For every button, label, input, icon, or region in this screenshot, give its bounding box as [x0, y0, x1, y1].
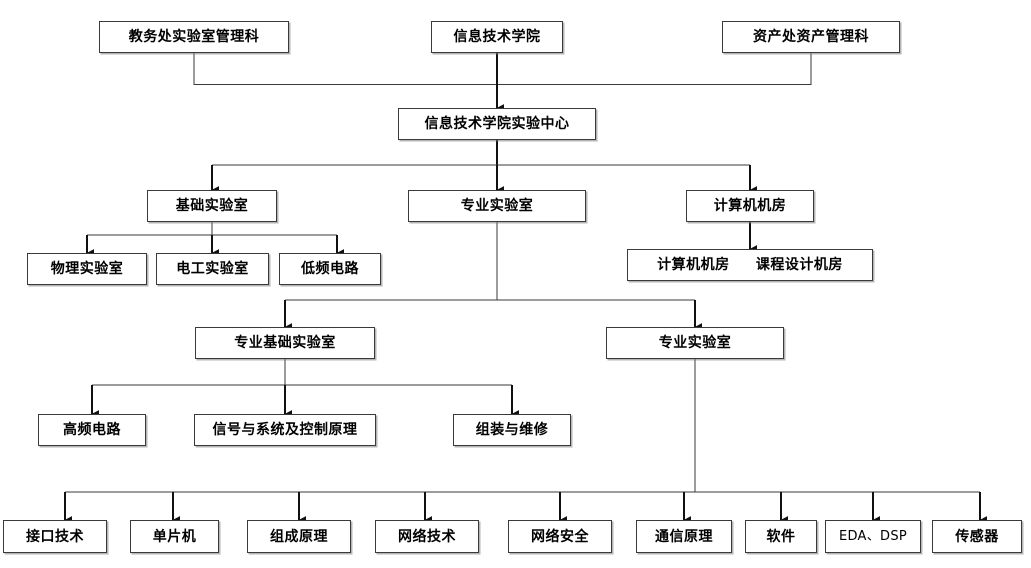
node-label: 软件 [766, 528, 796, 545]
node-label: 物理实验室 [50, 261, 124, 277]
node-computer-rooms-combined[interactable]: 计算机机房 课程设计机房 [627, 249, 873, 281]
node-signals-systems-control-theory[interactable]: 信号与系统及控制原理 [194, 414, 376, 446]
node-computer-room[interactable]: 计算机机房 [686, 190, 814, 222]
node-label: 接口技术 [26, 528, 84, 545]
node-microcontroller[interactable]: 单片机 [130, 520, 219, 553]
node-label: EDA、DSP [838, 529, 908, 544]
node-label: 网络技术 [398, 528, 456, 545]
node-label: 组装与维修 [475, 422, 549, 438]
node-physics-laboratory[interactable]: 物理实验室 [27, 253, 147, 285]
node-network-security[interactable]: 网络安全 [508, 520, 612, 553]
node-label: 单片机 [152, 528, 197, 545]
node-sensor[interactable]: 传感器 [932, 520, 1022, 553]
node-basic-laboratory[interactable]: 基础实验室 [147, 190, 277, 222]
node-label: 信号与系统及控制原理 [212, 422, 358, 438]
node-label: 传感器 [955, 528, 999, 545]
node-lab-center[interactable]: 信息技术学院实验中心 [398, 108, 596, 140]
node-label: 专业基础实验室 [234, 335, 336, 351]
node-high-frequency-circuit[interactable]: 高频电路 [38, 414, 146, 446]
node-label: 资产处资产管理科 [753, 29, 869, 45]
node-label: 网络安全 [531, 528, 589, 545]
node-label: 通信原理 [655, 528, 713, 545]
node-computer-organization[interactable]: 组成原理 [247, 520, 351, 553]
node-label: 教务处实验室管理科 [128, 29, 260, 45]
node-label: 信息技术学院实验中心 [424, 116, 570, 132]
node-network-technology[interactable]: 网络技术 [375, 520, 479, 553]
node-label: 组成原理 [270, 528, 328, 545]
node-label: 专业实验室 [460, 198, 534, 214]
node-label: 计算机机房 [713, 198, 787, 214]
node-information-technology-college[interactable]: 信息技术学院 [431, 21, 563, 53]
node-interface-technology[interactable]: 接口技术 [3, 520, 107, 553]
node-label: 专业实验室 [658, 335, 732, 351]
node-software[interactable]: 软件 [745, 520, 817, 553]
node-label-computer-room: 计算机机房 [657, 257, 730, 273]
node-label-course-design-room: 课程设计机房 [755, 257, 843, 273]
node-label: 低频电路 [301, 261, 359, 277]
node-label: 基础实验室 [175, 198, 249, 214]
node-label: 电工实验室 [176, 261, 249, 277]
node-communication-principles[interactable]: 通信原理 [636, 520, 732, 553]
node-low-frequency-circuit[interactable]: 低频电路 [279, 253, 381, 285]
node-professional-specialty-laboratory[interactable]: 专业实验室 [606, 327, 784, 359]
node-academic-affairs-lab-management[interactable]: 教务处实验室管理科 [99, 21, 289, 53]
node-label: 高频电路 [63, 422, 121, 438]
node-eda-dsp[interactable]: EDA、DSP [825, 520, 921, 553]
node-label: 信息技术学院 [453, 29, 541, 45]
node-asset-management-office[interactable]: 资产处资产管理科 [722, 21, 900, 53]
node-professional-basic-laboratory[interactable]: 专业基础实验室 [195, 327, 375, 359]
node-electrical-laboratory[interactable]: 电工实验室 [156, 253, 269, 285]
node-assembly-and-maintenance[interactable]: 组装与维修 [453, 414, 571, 446]
node-professional-laboratory[interactable]: 专业实验室 [408, 190, 586, 222]
